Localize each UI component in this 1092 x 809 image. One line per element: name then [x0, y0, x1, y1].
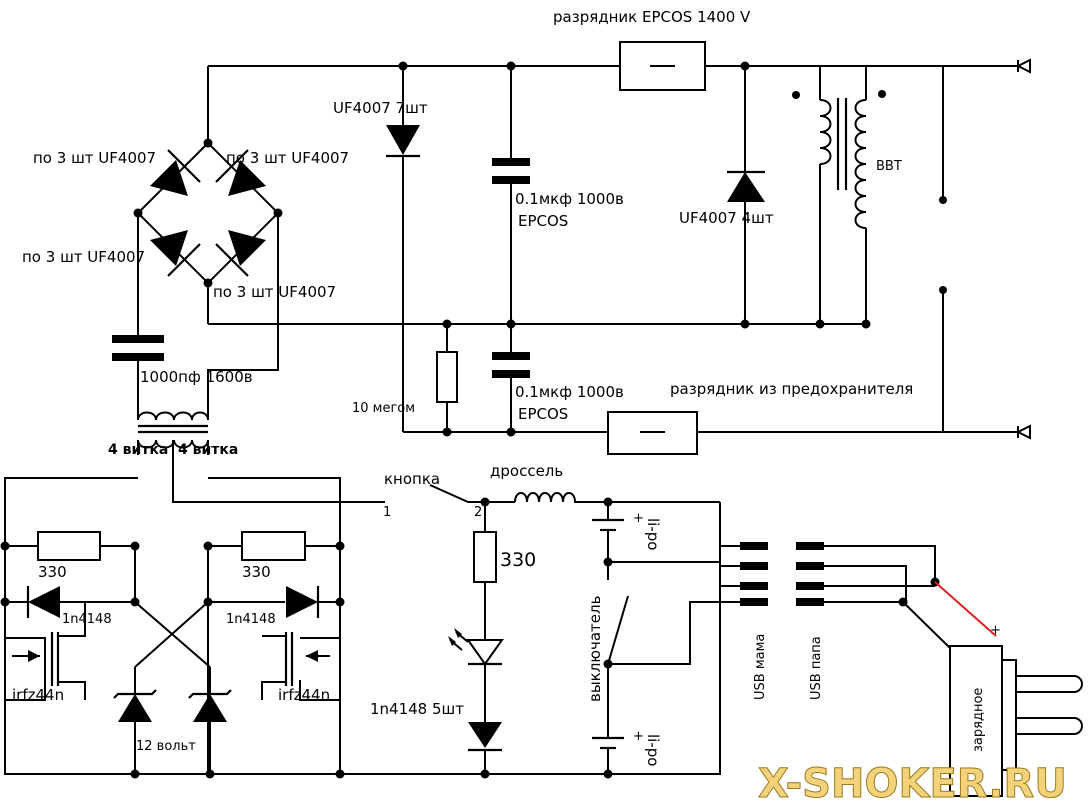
label-turns-right: 4 витка: [178, 442, 238, 458]
red-wire: [934, 581, 997, 637]
cap-01uf-top: [492, 158, 530, 166]
transformer-primary: [819, 99, 832, 165]
driver-transformer: [137, 411, 385, 503]
label-diode-left: 1n4148: [62, 612, 112, 627]
label-cap2-brand: EPCOS: [518, 405, 568, 423]
label-turns-left: 4 витка: [108, 442, 168, 458]
label-cap-1000pf: 1000пф 1600в: [140, 368, 253, 386]
label-mosfet-right: irfz44n: [278, 686, 330, 704]
label-choke: дроссель: [490, 462, 563, 480]
bridge-diode-br: [215, 230, 266, 277]
label-charger: зарядное: [971, 688, 986, 752]
power-section: [429, 484, 1083, 797]
label-bridge-tl: по 3 шт UF4007: [33, 149, 156, 167]
usb-male-pin1: [796, 542, 824, 550]
resistor-10m: [436, 351, 458, 403]
label-resistor-10m: 10 мегом: [352, 401, 415, 416]
zener-left: [118, 694, 152, 722]
resistor-330-right: [241, 531, 306, 561]
label-usb-female: USB мама: [753, 634, 768, 700]
label-bbt: ВВТ: [876, 159, 902, 174]
label-cap1-brand: EPCOS: [518, 212, 568, 230]
diode-uf4007-4: [727, 172, 765, 202]
zener-right: [193, 694, 227, 722]
diode-1n4148-right: [286, 586, 318, 618]
bridge-diode-bl: [150, 230, 201, 277]
resistor-330-mid: [473, 531, 497, 583]
diode-1n4148-5: [468, 722, 502, 748]
spark-gap-bottom: [607, 411, 698, 455]
label-diodes-5: 1n4148 5шт: [370, 700, 464, 718]
bridge-diode-tr: [215, 149, 266, 196]
cap-01uf-bottom: [492, 352, 530, 360]
watermark: X-SHOKER.RU: [758, 761, 1067, 807]
diode-1n4148-left: [28, 586, 60, 618]
label-uf4007-7: UF4007 7шт: [333, 99, 428, 117]
label-button: кнопка: [384, 470, 440, 488]
label-spark-gap-top: разрядник EPCOS 1400 V: [553, 8, 751, 26]
label-spark-gap-bottom: разрядник из предохранителя: [670, 380, 913, 398]
label-li-po-top: li-po: [644, 518, 662, 550]
label-pin1: 1: [383, 505, 391, 520]
cap-1000pf-plate1: [112, 335, 164, 343]
label-mosfet-left: irfz44n: [12, 686, 64, 704]
label-usb-male: USB папа: [809, 636, 824, 700]
hv-section: [112, 41, 1031, 455]
label-cap1: 0.1мкф 1000в: [515, 190, 624, 208]
label-r330-left: 330: [38, 563, 67, 581]
led: [466, 639, 504, 666]
off-switch: [607, 595, 629, 665]
label-r330-mid: 330: [500, 549, 536, 571]
label-bridge-br: по 3 шт UF4007: [213, 283, 336, 301]
label-diode-right: 1n4148: [226, 612, 276, 627]
choke-coil: [514, 492, 720, 503]
label-plus-bottom: +: [633, 729, 644, 744]
bridge-diode-tl: [150, 149, 201, 196]
driver-section: [0, 477, 721, 779]
label-li-po-bottom: li-po: [644, 734, 662, 766]
label-uf4007-4: UF4007 4шт: [679, 209, 774, 227]
charger-plug: [1016, 675, 1083, 735]
label-bridge-tr: по 3 шт UF4007: [226, 149, 349, 167]
label-pin2: 2: [474, 505, 482, 520]
label-zener: 12 вольт: [136, 739, 196, 754]
usb-female-pin1: [740, 542, 768, 550]
label-switch: выключатель: [586, 596, 604, 702]
button-switch: [429, 484, 515, 503]
spark-gap-top: [619, 41, 706, 91]
label-bridge-bl: по 3 шт UF4007: [22, 248, 145, 266]
electrode-top: [970, 58, 1031, 74]
label-cap2: 0.1мкф 1000в: [515, 383, 624, 401]
diode-uf4007-7: [386, 125, 420, 155]
resistor-330-left: [37, 531, 101, 561]
transformer-secondary: [854, 99, 867, 229]
label-r330-right: 330: [242, 563, 271, 581]
label-plus-top: +: [633, 511, 644, 526]
label-plus-charger: +: [990, 623, 1001, 638]
electrode-bottom: [970, 424, 1031, 440]
